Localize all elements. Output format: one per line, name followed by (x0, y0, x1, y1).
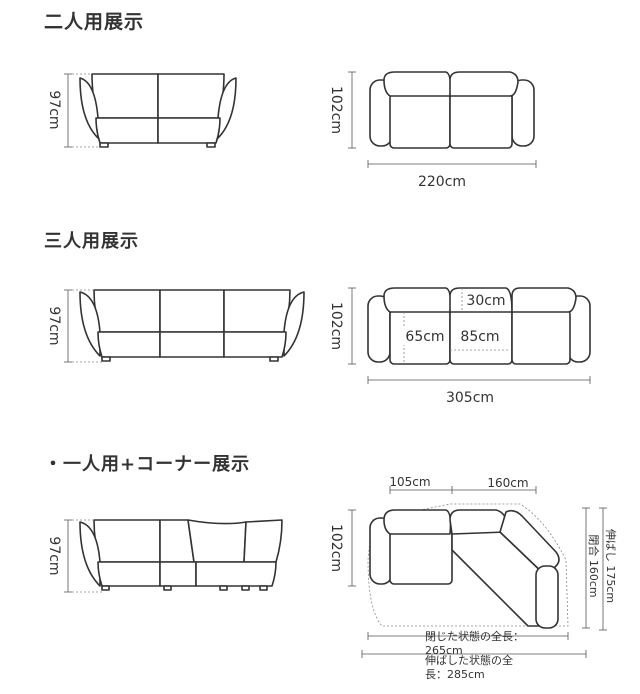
two-seater-front-view: 97cm (46, 73, 237, 148)
corner-top-view: 105cm 160cm 102cm 閉合 160cm 伸ばし 175cm (328, 475, 617, 658)
section-title-three-seater: 三人用展示 (44, 231, 139, 252)
two-seater-top-view: 102cm 220cm (328, 71, 537, 190)
two-seater-depth-label: 102cm (328, 86, 344, 134)
section-title-corner: ・一人用+コーナー展示 (44, 454, 251, 475)
corner-height-label: 97cm (46, 536, 62, 575)
corner-width-left-label: 105cm (389, 475, 430, 489)
corner-width-right-label: 160cm (487, 476, 528, 490)
three-seater-front-view: 97cm (46, 289, 305, 363)
three-seater-width-label: 305cm (446, 390, 494, 406)
corner-closed-depth-label: 閉合 160cm (587, 534, 601, 597)
corner-extended-total-label: 伸ばした状態の全長：285cm (425, 654, 513, 681)
corner-depth-label: 102cm (328, 524, 344, 572)
corner-closed-total-label: 閉じた状態の全長：265cm (425, 630, 524, 657)
three-seater-top-view: 30cm 65cm 85cm 102cm 305cm (328, 287, 591, 406)
three-seater-height-label: 97cm (46, 306, 62, 345)
three-seater-depth-label: 102cm (328, 302, 344, 350)
two-seater-width-label: 220cm (418, 174, 466, 190)
three-seater-back-depth-label: 30cm (466, 293, 505, 309)
two-seater-height-label: 97cm (46, 90, 62, 129)
corner-front-view: 97cm (46, 519, 283, 593)
three-seater-seat-width-label: 85cm (460, 329, 499, 345)
corner-extended-depth-label: 伸ばし 175cm (604, 529, 617, 603)
three-seater-seat-depth-label: 65cm (405, 329, 444, 345)
section-title-two-seater: 二人用展示 (44, 11, 145, 33)
